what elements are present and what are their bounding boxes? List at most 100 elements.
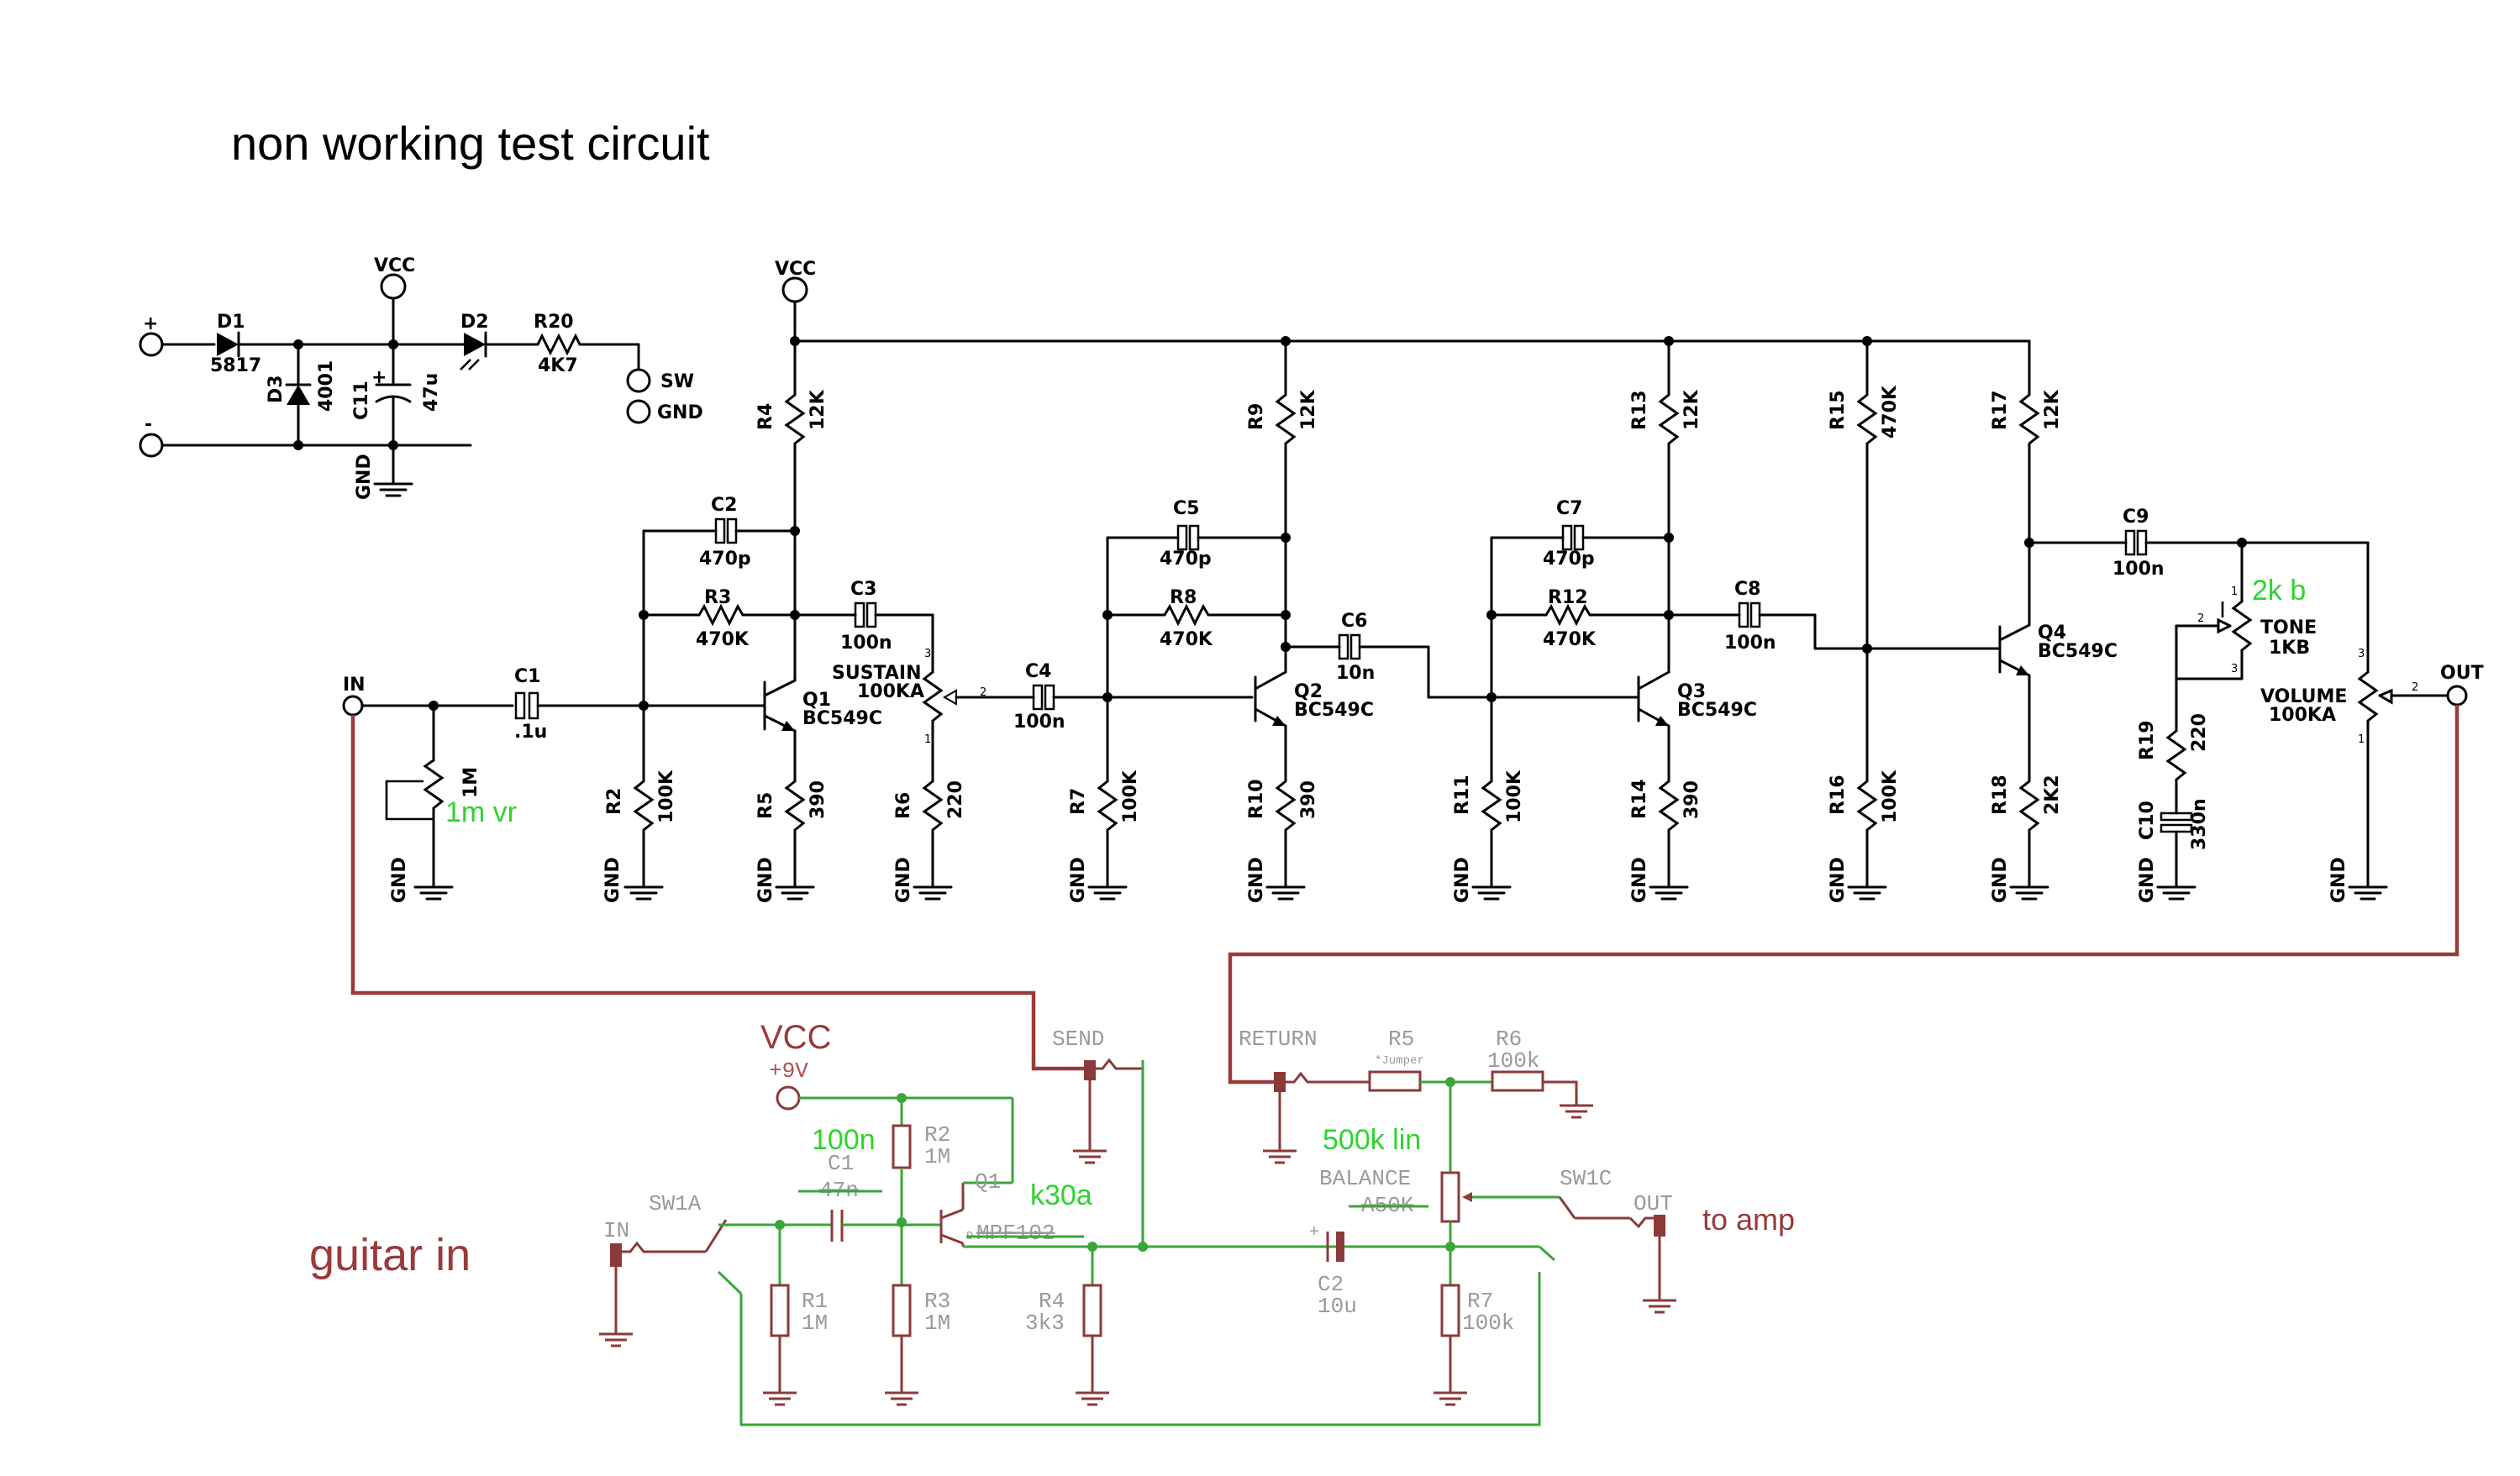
r10-label: R10 — [1246, 779, 1267, 819]
resistor-r4 — [784, 393, 806, 445]
resistor-r8 — [1163, 603, 1210, 627]
c10-value: 330n — [2189, 798, 2210, 850]
d1-label: D1 — [217, 312, 245, 333]
resistor-r20 — [536, 333, 581, 356]
loop-r6-value: 100k — [1487, 1048, 1539, 1074]
vcc-label-loop: VCC — [760, 1019, 831, 1056]
tone-pot — [2231, 600, 2253, 652]
gnd-label-r16: GND — [1828, 857, 1849, 903]
r6-value: 220 — [945, 780, 966, 819]
d2-label: D2 — [460, 312, 489, 333]
resistor-r7 — [1097, 780, 1118, 832]
r5-value: 390 — [808, 780, 829, 819]
pot-r1 — [423, 759, 445, 810]
sw1c-switch — [1558, 1196, 1576, 1219]
volume-pot — [2357, 670, 2379, 722]
sw-pad — [626, 368, 651, 393]
loop-in-jack — [610, 1243, 622, 1267]
vcc-terminal-amp — [781, 276, 808, 303]
gnd-label-r18: GND — [1990, 857, 2011, 903]
gnd-label-volume: GND — [2328, 857, 2349, 903]
c11-value: 47u — [421, 373, 442, 412]
sustain-pin3: 3 — [924, 648, 931, 660]
capacitor-c4 — [1032, 684, 1044, 711]
r11-value: 100K — [1504, 770, 1525, 823]
c11-label: C11 — [351, 381, 372, 420]
loop-out-label: OUT — [1634, 1191, 1673, 1216]
vcc-terminal-power — [380, 273, 407, 300]
gnd-label-r14: GND — [1629, 857, 1650, 903]
loop-r3-label: R3 — [924, 1289, 950, 1314]
r5-label: R5 — [755, 792, 776, 819]
gnd-label-r11: GND — [1452, 857, 1473, 903]
r7-value: 100K — [1120, 770, 1141, 823]
r10-value: 390 — [1298, 780, 1319, 819]
capacitor-c7 — [1561, 524, 1573, 551]
loop-r7-value: 100k — [1462, 1311, 1514, 1336]
r16-label: R16 — [1828, 775, 1849, 815]
loop-r7-label: R7 — [1467, 1289, 1493, 1314]
sw-label: SW — [660, 371, 694, 392]
sustain-label: SUSTAIN — [832, 663, 921, 684]
tone-value: 1KB — [2269, 638, 2310, 659]
c2-value: 470p — [699, 549, 751, 570]
vcc-label-amp: VCC — [775, 259, 816, 280]
sw1a-label: SW1A — [649, 1191, 702, 1216]
c7-value: 470p — [1543, 549, 1595, 570]
gnd-label-r2: GND — [602, 857, 623, 903]
r20-value: 4K7 — [538, 355, 578, 376]
loop-r6-label: R6 — [1496, 1027, 1522, 1052]
r17-value: 12K — [2042, 389, 2063, 430]
gnd-pad — [626, 399, 651, 424]
vcc-label-power: VCC — [374, 255, 415, 276]
c4-value: 100n — [1013, 712, 1065, 733]
tone-label: TONE — [2260, 617, 2317, 638]
c7-label: C7 — [1556, 498, 1582, 519]
volume-label: VOLUME — [2260, 686, 2347, 707]
loop-r4-value: 3k3 — [1025, 1311, 1065, 1336]
loop-r5 — [1368, 1070, 1422, 1092]
amplifier-section: VCC IN GND 1M C1 .1u C2 470p — [342, 259, 2484, 903]
r19-value: 220 — [2189, 713, 2210, 752]
loop-q1-label: Q1 — [975, 1169, 1001, 1195]
r8-label: R8 — [1170, 587, 1197, 608]
gnd-label-r10: GND — [1246, 857, 1267, 903]
power-supply-section: + - D1 5817 D3 4001 VCC + C11 47u GND — [139, 255, 703, 500]
loop-c2-label: C2 — [1318, 1272, 1344, 1297]
loop-c2-value: 10u — [1318, 1294, 1357, 1319]
loop-r6 — [1491, 1070, 1544, 1092]
resistor-r13 — [1658, 393, 1680, 445]
return-jack — [1274, 1072, 1286, 1092]
resistor-r17 — [2018, 393, 2040, 445]
loop-r4 — [1082, 1284, 1102, 1337]
capacitor-c3 — [854, 601, 865, 628]
resistor-r6 — [922, 780, 944, 832]
c2-label: C2 — [711, 495, 737, 516]
c1-value: .1u — [514, 722, 547, 743]
resistor-r18 — [2018, 780, 2040, 832]
send-label: SEND — [1052, 1027, 1104, 1052]
c11-plus: + — [371, 367, 387, 388]
c4-label: C4 — [1025, 661, 1051, 682]
resistor-r19 — [2165, 729, 2187, 781]
loop-r5-label: R5 — [1388, 1027, 1414, 1052]
resistor-r10 — [1275, 780, 1297, 832]
c10-label: C10 — [2137, 801, 2158, 840]
r16-value: 100K — [1880, 770, 1901, 823]
in-jack — [342, 695, 364, 717]
c3-label: C3 — [850, 579, 876, 600]
diode-d3 — [287, 385, 310, 405]
out-label: OUT — [2440, 663, 2484, 684]
plus-label: + — [143, 313, 158, 334]
loop-r2-label: R2 — [924, 1122, 950, 1148]
sustain-pot — [922, 670, 944, 722]
resistor-r5 — [784, 780, 806, 832]
q4-label: Q4 — [2038, 622, 2066, 643]
sw1c-label: SW1C — [1560, 1166, 1612, 1191]
annotations: 1m vr 2k b 100n k30a 500k lin guitar in … — [309, 575, 2306, 1280]
note-500k-lin: 500k lin — [1323, 1124, 1421, 1156]
gnd-label-power: GND — [354, 454, 375, 500]
capacitor-c8 — [1738, 601, 1749, 628]
c6-label: C6 — [1341, 611, 1367, 632]
